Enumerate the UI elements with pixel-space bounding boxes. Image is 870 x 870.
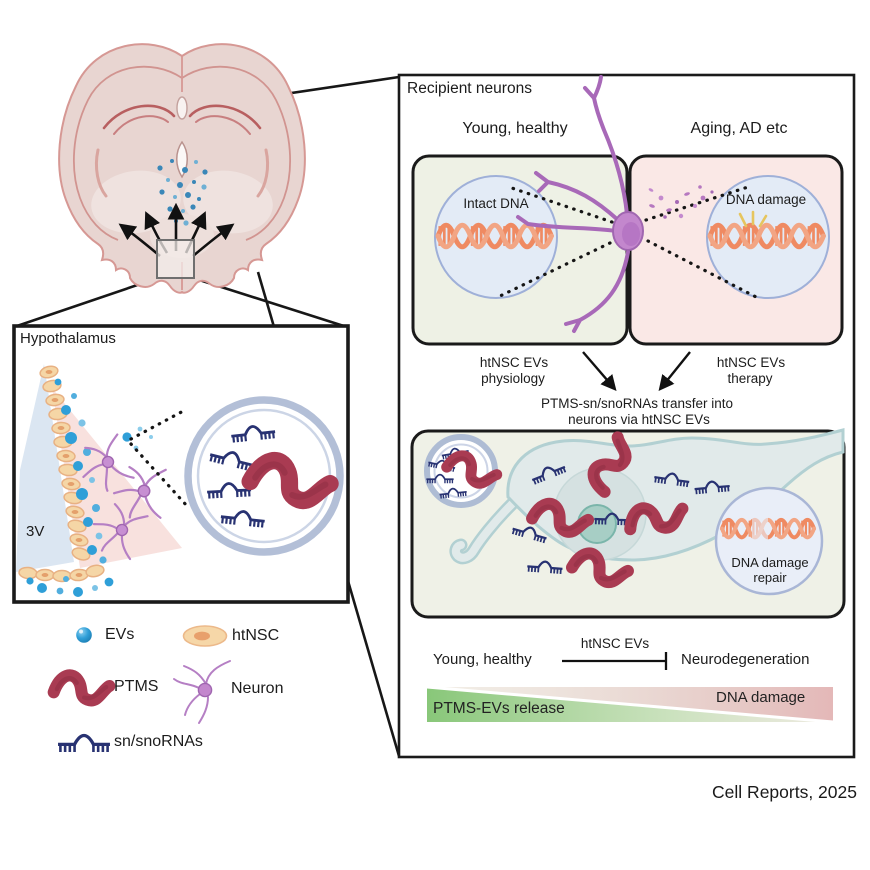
third-ventricle-region [16, 364, 74, 572]
therapy-label-line2: therapy [727, 371, 773, 386]
dna-damage-label: DNA damage [725, 192, 807, 207]
ev-vesicle-magnified [184, 396, 344, 556]
brain-dorsal-ventricle [176, 96, 188, 120]
recipient-neuron [516, 75, 644, 333]
repair-label-line1: DNA damage [731, 555, 809, 570]
recipient-title: Recipient neurons [407, 80, 532, 97]
neuron-degeneration-fragments [648, 185, 714, 219]
inhibition-arrow [562, 652, 668, 670]
physiology-label-line2: physiology [481, 371, 545, 386]
transfer-label-line1: PTMS-sn/snoRNAs transfer into [540, 396, 734, 411]
hypothalamus-title: Hypothalamus [20, 330, 116, 347]
intact-dna-label: Intact DNA [463, 196, 529, 211]
gradient-wedges [426, 685, 834, 724]
legend-label-neuron: Neuron [231, 680, 284, 697]
top-panels [411, 75, 844, 346]
legend-label-snornas: sn/snoRNAs [114, 733, 203, 750]
ptms-release-wedge-label: PTMS-EVs release [433, 700, 565, 717]
magnification-dotted-lines [129, 407, 189, 508]
repair-label-line2: repair [753, 570, 787, 585]
ev-icon [76, 627, 92, 643]
htnsc-cell-wall [18, 365, 105, 583]
htnsc-icon [182, 625, 228, 647]
hypothalamus-region-box [156, 239, 195, 279]
sn-snorna-icon [56, 733, 112, 754]
uptake-panel [410, 430, 846, 619]
brain-hippocampus [94, 104, 270, 198]
incoming-ev-vesicle [424, 434, 499, 508]
third-ventricle-label: 3V [26, 523, 45, 540]
intact-dna-circle [434, 175, 558, 299]
hypothalamus-interior [16, 364, 344, 597]
journal-credit: Cell Reports, 2025 [712, 782, 857, 802]
transfer-arrows [582, 351, 691, 392]
legend-label-ptms: PTMS [114, 678, 159, 695]
hypothalamus-ev-dots [26, 378, 153, 597]
legend-label-evs: EVs [105, 626, 135, 643]
brain-coronal-section [58, 43, 306, 294]
dna-damage-wedge-label: DNA damage [716, 689, 806, 706]
nucleus-dotted-lines [496, 184, 762, 301]
ptms-icon [54, 675, 110, 700]
dna-repair-circle [714, 486, 824, 596]
neuron-icon [173, 660, 231, 724]
brain-cortex-line [73, 65, 291, 241]
young-header: Young, healthy [462, 120, 568, 137]
summary-young-label: Young, healthy [433, 651, 532, 668]
connector-rect-to-hypothalamus-left [13, 276, 159, 329]
legend-label-htnsc: htNSC [232, 627, 280, 644]
summary-arrow-label: htNSC EVs [580, 636, 650, 651]
damage-dna-circle [706, 175, 830, 299]
legend-icons [54, 625, 231, 754]
neurodegeneration-label: Neurodegeneration [681, 651, 810, 668]
aging-header: Aging, AD etc [690, 120, 788, 137]
damage-spark-icon [738, 210, 768, 228]
therapy-label-line1: htNSC EVs [716, 355, 786, 370]
transfer-label-line2: neurons via htNSC EVs [568, 412, 710, 427]
physiology-label-line1: htNSC EVs [479, 355, 549, 370]
